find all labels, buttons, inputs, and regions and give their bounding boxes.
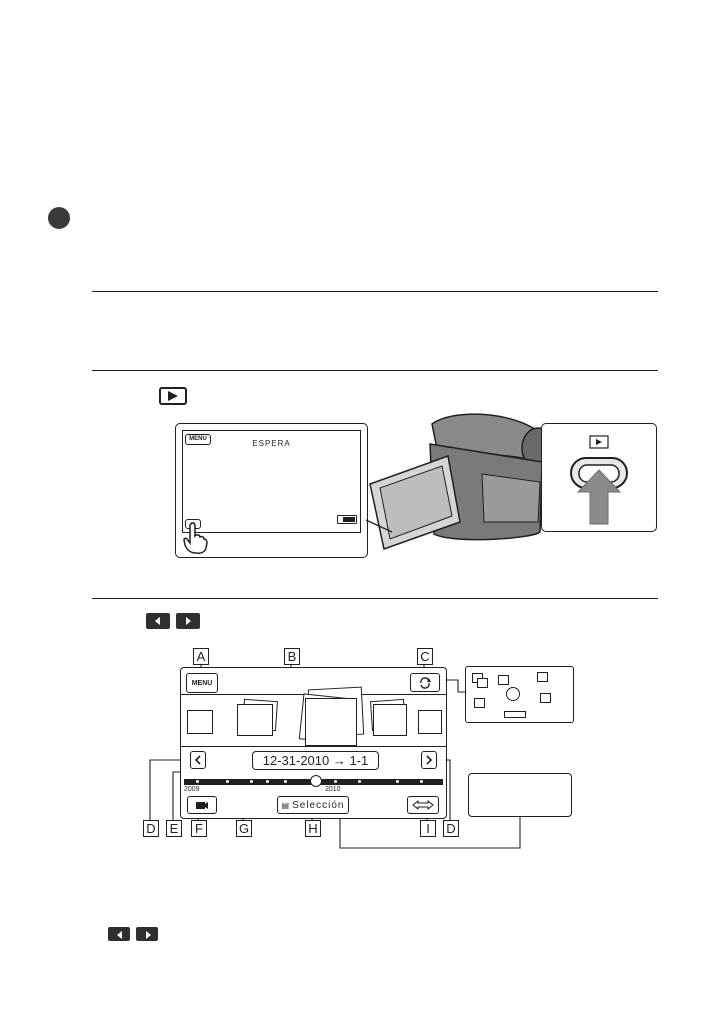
prev-event-button[interactable] bbox=[190, 751, 206, 769]
year-label: 2010 bbox=[325, 786, 341, 793]
chevron-left-icon bbox=[108, 927, 130, 941]
timeline-dot bbox=[226, 780, 229, 783]
timeline-dot bbox=[334, 780, 337, 783]
event-view-panel: MENU 12-31-2010 → 1-1 2009 2010 ▤ Selecc… bbox=[180, 667, 447, 819]
selection-label: Selección bbox=[292, 800, 344, 811]
callout-f: F bbox=[191, 820, 207, 837]
mini-thumb bbox=[474, 698, 485, 708]
year-label: 2009 bbox=[184, 786, 200, 793]
change-view-button[interactable] bbox=[410, 673, 440, 692]
date-range-label: 12-31-2010 → 1-1 bbox=[252, 751, 379, 770]
movie-photo-toggle-button[interactable] bbox=[187, 796, 217, 814]
event-thumbnail[interactable] bbox=[187, 710, 213, 734]
nav-icons-bottom bbox=[108, 925, 158, 943]
mini-thumb bbox=[477, 678, 488, 688]
thumbs-divider bbox=[181, 746, 446, 747]
chevron-right-icon bbox=[136, 927, 158, 941]
callout-h: H bbox=[305, 820, 321, 837]
timeline-dot bbox=[358, 780, 361, 783]
timeline-dot bbox=[196, 780, 199, 783]
selection-icon: ▤ bbox=[282, 801, 291, 810]
highlight-movie-button[interactable] bbox=[407, 796, 439, 814]
mini-thumb bbox=[540, 693, 551, 703]
timeline-dot bbox=[396, 780, 399, 783]
callout-empty-box bbox=[468, 773, 572, 817]
mini-thumb bbox=[498, 675, 509, 685]
callout-g: G bbox=[236, 820, 252, 837]
index-screen-miniature bbox=[465, 666, 574, 723]
selection-button[interactable]: ▤ Selección bbox=[277, 796, 349, 814]
callout-e: E bbox=[166, 820, 182, 837]
event-thumbnail[interactable] bbox=[373, 704, 407, 736]
callout-i: I bbox=[420, 820, 436, 837]
mini-thumb-center bbox=[506, 687, 520, 701]
next-event-button[interactable] bbox=[421, 751, 437, 769]
timeline-dot bbox=[420, 780, 423, 783]
timeline-cursor[interactable] bbox=[310, 775, 322, 787]
event-thumbnail[interactable] bbox=[418, 710, 442, 734]
menu-button[interactable]: MENU bbox=[186, 673, 218, 693]
callout-d2: D bbox=[443, 820, 459, 837]
timeline-dot bbox=[284, 780, 287, 783]
timeline-dot bbox=[266, 780, 269, 783]
timeline-dot bbox=[250, 780, 253, 783]
event-thumbnail-center[interactable] bbox=[305, 698, 357, 746]
mini-thumb bbox=[537, 672, 548, 682]
event-timeline-bar[interactable] bbox=[184, 779, 443, 785]
callout-d: D bbox=[143, 820, 159, 837]
event-thumbnail[interactable] bbox=[237, 704, 273, 736]
mini-selection-bar bbox=[504, 711, 526, 718]
